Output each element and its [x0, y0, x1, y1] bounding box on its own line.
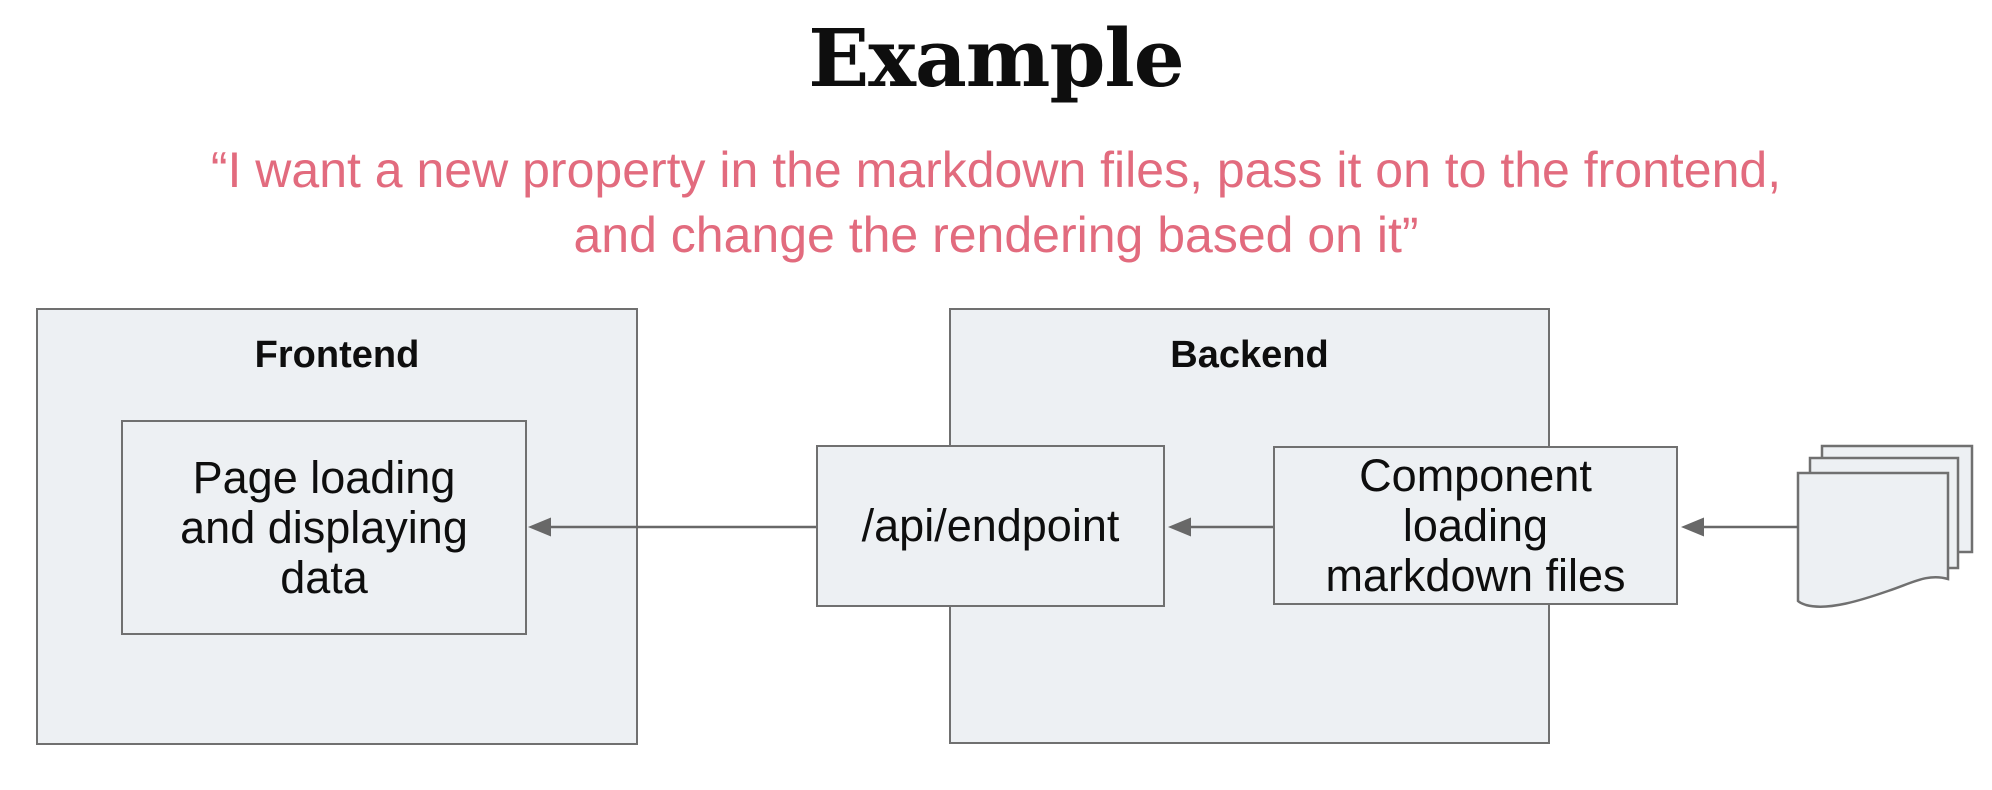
- node-line: /api/endpoint: [861, 500, 1120, 551]
- quote-line-2: and change the rendering based on it”: [573, 207, 1419, 263]
- frontend-label: Frontend: [254, 334, 420, 376]
- file-page-front-icon: [1796, 471, 1950, 608]
- node-line: Component: [1359, 449, 1592, 501]
- node-line: Page loading: [192, 451, 456, 503]
- node-line: markdown files: [1325, 549, 1626, 601]
- api-endpoint-node: /api/endpoint: [816, 445, 1165, 607]
- node-line: and displaying: [180, 501, 468, 553]
- markdown-files-stack-icon: [1796, 444, 1974, 608]
- node-line: loading: [1402, 499, 1549, 551]
- node-line: data: [280, 551, 368, 603]
- user-quote: “I want a new property in the markdown f…: [0, 138, 1992, 268]
- page-loading-node: Page loading and displaying data: [121, 420, 527, 635]
- page-title: Example: [808, 11, 1184, 105]
- backend-label: Backend: [1170, 334, 1329, 376]
- component-node: Component loading markdown files: [1273, 446, 1678, 605]
- quote-line-1: “I want a new property in the markdown f…: [210, 142, 1782, 198]
